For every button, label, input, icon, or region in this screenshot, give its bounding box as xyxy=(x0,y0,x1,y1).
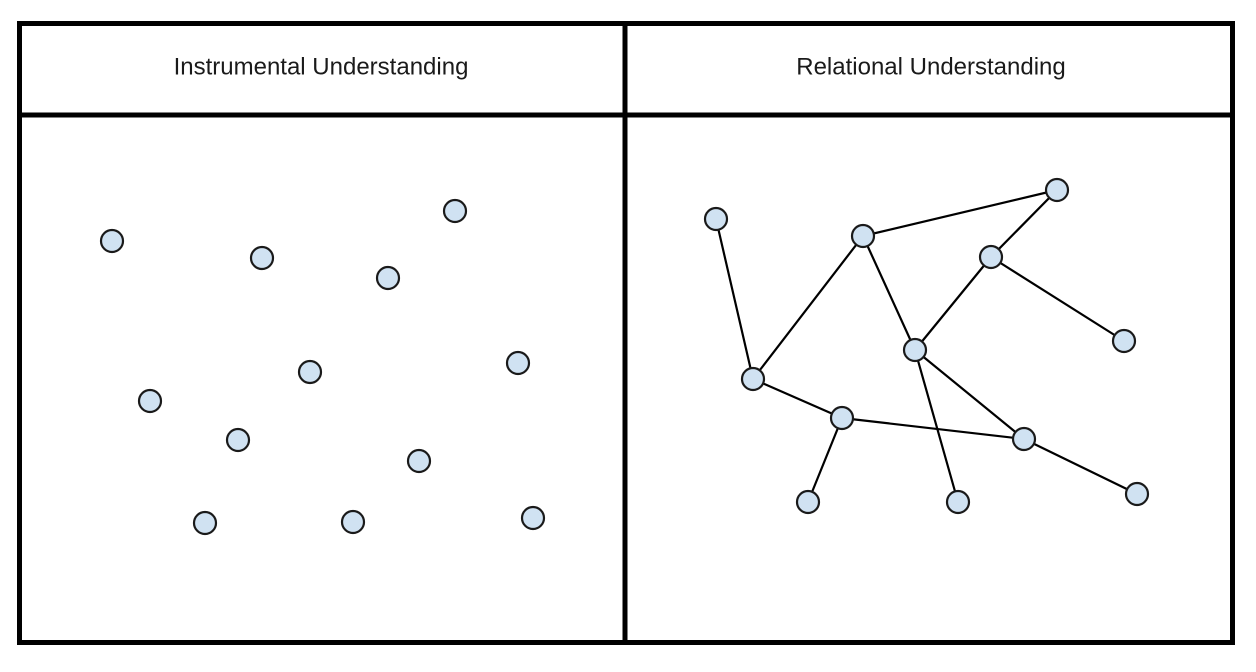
graph-node-i9 xyxy=(406,448,432,474)
graph-edge-r2-r3 xyxy=(861,188,1059,238)
panel-background-relational xyxy=(628,118,1232,642)
graph-node-i3 xyxy=(442,198,468,224)
graph-edge-r1-r7 xyxy=(714,217,755,381)
graph-node-r1 xyxy=(703,206,729,232)
node-group-instrumental xyxy=(99,198,546,536)
graph-node-r4 xyxy=(978,244,1004,270)
node-group-relational xyxy=(703,177,1150,515)
edge-group-relational xyxy=(714,188,1139,504)
graph-edge-r4-r6 xyxy=(913,255,993,352)
graph-edge-r9-r12 xyxy=(1022,437,1139,496)
graph-edge-r4-r5 xyxy=(989,255,1126,343)
table-frame xyxy=(17,21,1235,645)
graph-node-r9 xyxy=(1011,426,1037,452)
panel-title-instrumental: Instrumental Understanding xyxy=(174,53,469,80)
graph-edge-r8-r9 xyxy=(840,416,1026,441)
graph-edge-r7-r2 xyxy=(751,234,865,381)
graph-node-r10 xyxy=(795,489,821,515)
graph-edge-r3-r4 xyxy=(989,188,1059,259)
graph-node-i2 xyxy=(249,245,275,271)
graph-node-i1 xyxy=(99,228,125,254)
graph-node-i4 xyxy=(375,265,401,291)
graph-node-r5 xyxy=(1111,328,1137,354)
graph-node-i12 xyxy=(520,505,546,531)
graph-node-i6 xyxy=(505,350,531,376)
graph-node-r11 xyxy=(945,489,971,515)
graph-node-r12 xyxy=(1124,481,1150,507)
panel-title-relational: Relational Understanding xyxy=(796,53,1066,80)
graph-node-r2 xyxy=(850,223,876,249)
graph-node-r6 xyxy=(902,337,928,363)
graph-edge-r6-r9 xyxy=(913,348,1026,441)
graph-node-i5 xyxy=(297,359,323,385)
graph-node-r7 xyxy=(740,366,766,392)
graph-edge-r8-r10 xyxy=(806,416,844,504)
graph-edge-r7-r8 xyxy=(751,377,844,420)
graph-node-i8 xyxy=(225,427,251,453)
graph-edge-r6-r11 xyxy=(913,348,960,504)
graph-edge-r2-r6 xyxy=(861,234,917,352)
panel-background-instrumental xyxy=(20,118,622,642)
graph-node-i10 xyxy=(192,510,218,536)
graph-node-i7 xyxy=(137,388,163,414)
graph-node-i11 xyxy=(340,509,366,535)
graph-node-r8 xyxy=(829,405,855,431)
graph-node-r3 xyxy=(1044,177,1070,203)
